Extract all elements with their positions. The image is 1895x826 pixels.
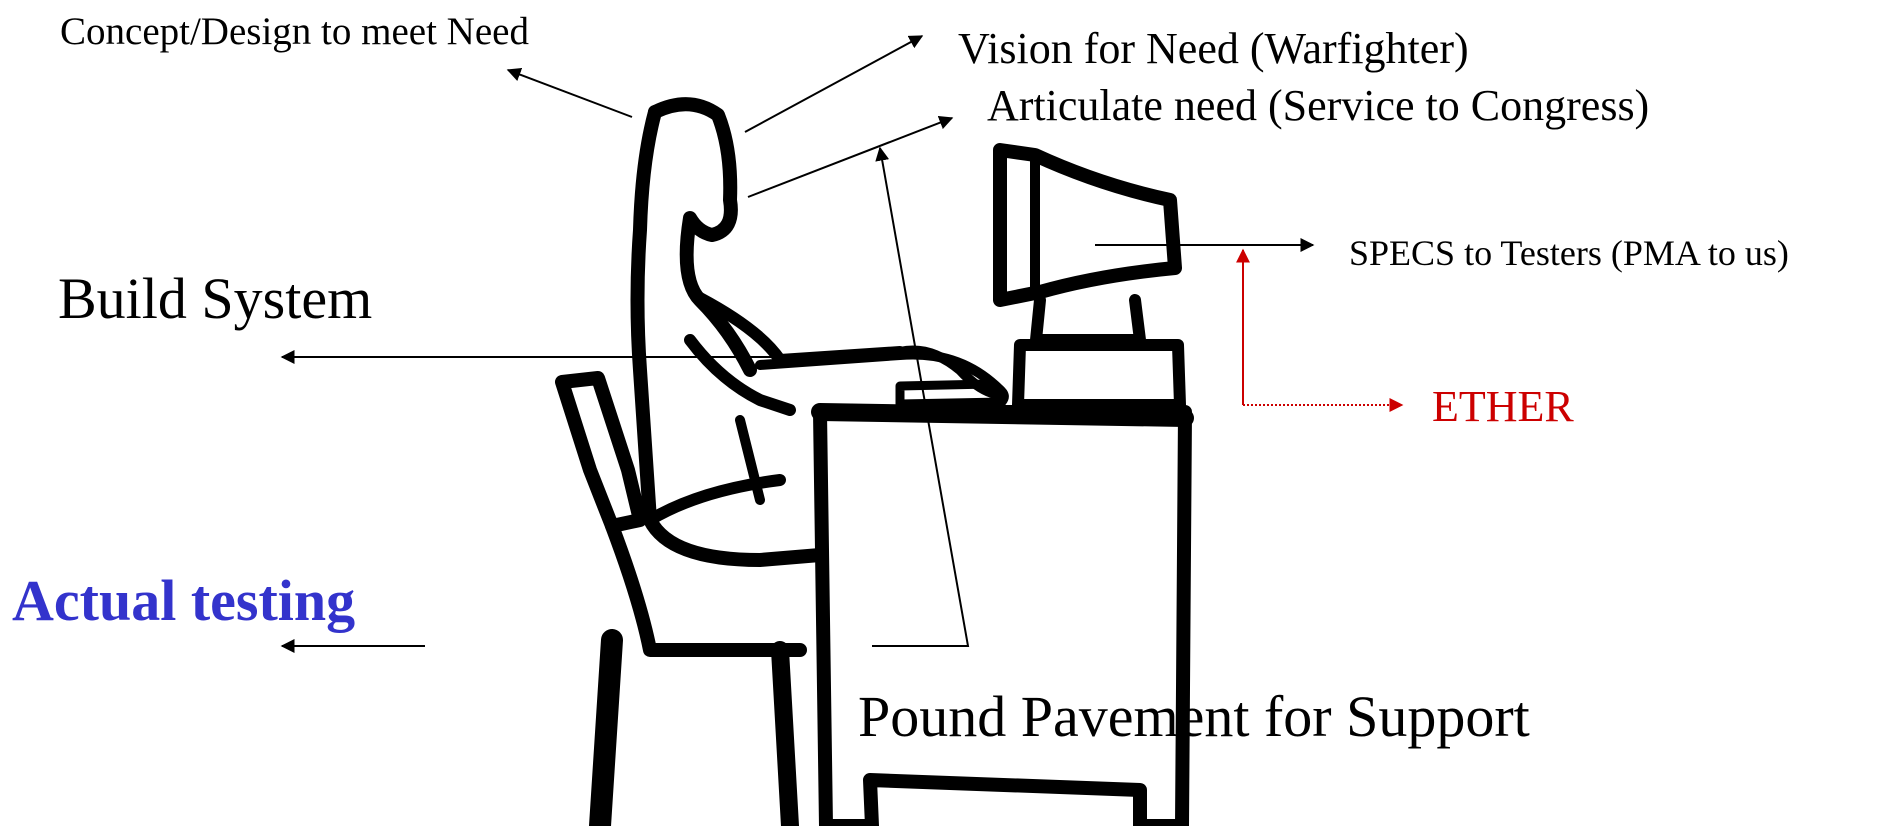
desk-icon: [811, 403, 1194, 826]
arrow-articulate: [747, 116, 954, 198]
label-pound-pavement: Pound Pavement for Support: [858, 684, 1530, 749]
label-articulate-need: Articulate need (Service to Congress): [987, 81, 1650, 130]
keyboard-icon: [895, 379, 1009, 409]
label-ether: ETHER: [1432, 382, 1574, 431]
ether-connector: [1236, 248, 1404, 412]
label-concept-design: Concept/Design to meet Need: [60, 10, 529, 53]
arrow-pound: [872, 146, 970, 647]
label-vision-for-need: Vision for Need (Warfighter): [958, 24, 1469, 73]
label-specs-to-testers: SPECS to Testers (PMA to us): [1349, 233, 1789, 273]
person-at-computer-illustration: [555, 97, 1194, 826]
chair-icon: [555, 371, 807, 826]
arrow-concept: [506, 67, 633, 118]
arrows: [280, 35, 1315, 653]
label-build-system: Build System: [58, 266, 373, 331]
label-actual-testing: Actual testing: [12, 568, 356, 633]
monitor-icon: [993, 143, 1186, 411]
arrow-vision: [744, 35, 924, 133]
